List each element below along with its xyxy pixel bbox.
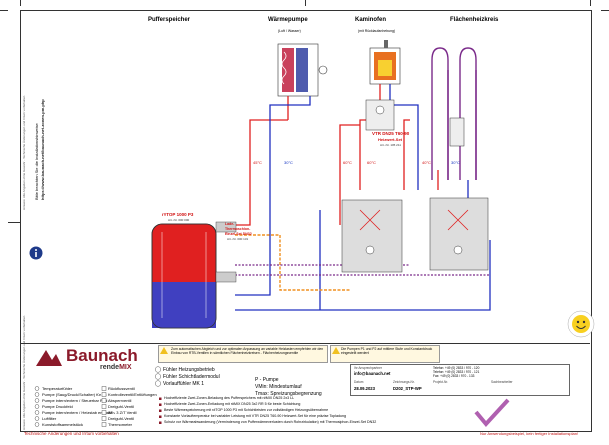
legend-item: Thermometer [108,422,133,427]
legend-item: Pumpe (Saug/Druck/Schalter) für Ak [42,392,107,397]
feature-item: Schutz vor Wärmeabwanderung (Verminderun… [164,420,377,424]
crop-mark [0,10,8,11]
fuehler-markers [155,366,161,387]
feature-item: Konstante Vorlauftemperatur bei variable… [164,414,347,418]
warn-icon-2 [332,347,340,354]
crop-mark [305,0,306,6]
proj-label: Projekt-Nr. [433,380,449,384]
fuehler-3: Vorlauffühler MK 1 [163,381,205,387]
thermo-art: Art.-Nr. 000 131 [227,237,249,241]
legend-item: Kunststoffsammelstück [42,422,84,427]
contact-block: Ihr Ansprechpartner info@baunach.net Tel… [350,364,570,396]
thermo-label-2: Thermoschlon- [225,227,251,231]
thermo-label-3: Einzel-Set DN32 [225,232,252,236]
thermo-label-1: Lade- [225,222,235,226]
note-box-2: Die Pumpen P1 und P2 auf mittlere Stufe … [330,345,440,363]
smiley-icon [567,310,595,338]
contact-tel2: Telefon: +49 (0) 2833 / 970 - 121 [433,370,480,374]
vtr-art: Art.-Nr. 105 211 [380,143,401,147]
mix-module-1 [341,199,403,273]
tank-label: r#TOP 1000 P3 [162,212,194,217]
logo-sub: rendeMIX [100,364,132,371]
temp-label-60: 60°C [343,160,352,165]
note-box-text: Zum automatischen Abgleich und zur optim… [171,347,324,355]
temp-label-40: 40°C [422,160,431,165]
legend-item: Kontrolleventil/Entlüftungen [108,392,157,397]
legend-item: Dreiguhl-Ventil [108,416,135,421]
legend-item: Pumpe Druckfeld [42,404,73,409]
note-box: Zum automatischen Abgleich und zur optim… [158,345,328,363]
feature-item: Beste Wärmespeicherung mit r#TOP 1000 P3… [164,408,329,412]
pump-def-3: Tmax: Spreizungsbegrenzung [255,391,322,397]
contact-label: Ihr Ansprechpartner [354,366,382,370]
legend-symbols [34,386,107,427]
legend-item: Temperaturfühler [42,386,73,391]
section-title-kamin: Kaminofen [355,17,387,23]
crop-mark [590,0,591,6]
num-value: D202_STP-WP [393,386,422,391]
crop-mark [20,0,21,6]
logo-sub-mix: MIX [119,364,132,371]
legend-item: Pumpe intern/extern / Heizstab enthalten [42,410,115,415]
logo-sub-text: rende [100,364,120,371]
legend-item: Absperrventil [108,398,132,403]
contact-fax: Fax: +49 (0) 2833 / 970 - 133 [433,374,475,378]
num-label: Zeichnungs-Nr. [393,380,415,384]
buffer-tank [151,223,217,329]
section-title-flaeche: Flächenheizkreis [450,17,499,23]
fuehler-1: Fühler Heizungsbetrieb [163,367,215,373]
date-value: 28.09.2023 [354,386,375,391]
footer-left: Technische Änderungen und Irrtum vorbeha… [24,431,119,436]
tank-art: Art.-Nr. 000 000 [168,218,190,222]
title-block [20,343,590,431]
crop-mark [601,10,609,11]
logo [34,346,64,373]
legend-item: Pumpe intern/extern / Steuerbar Rad [42,398,108,403]
date-label: Datum [354,380,364,384]
pump-def-2: VMin: Mindestumlauf [255,384,302,390]
temp-label-60b: 60°C [367,160,376,165]
stove-unit [369,40,401,85]
footer-right: Nur Anwendungsbeispiel, kein fertiger In… [480,431,579,436]
section-title-puffer: Pufferspeicher [148,17,191,23]
hydraulic-diagram [151,40,491,329]
pump-def-1: P - Pumpe [255,377,279,383]
feature-item: Hocheffiziente Zwei-Zonen-Beladung des P… [164,396,295,400]
feature-bullets [159,397,162,424]
feature-item: Hocheffiziente Zwei-Zonen-Entladung mit … [164,402,301,406]
check-mark-icon [474,398,510,428]
section-title-wp: Wärmepumpe [268,17,308,23]
vtr-label: VTR DN25 T60-90 [372,131,410,136]
warn-icon [160,347,168,354]
info-icon [29,246,43,260]
temp-label-30: 30°C [284,160,293,165]
section-sub-kamin: (mit Rücklaufanhebung) [358,29,396,33]
logo-brand: Baunach [66,346,138,365]
author-label: Sachbearbeiter [491,380,513,384]
note-box-2-text: Die Pumpen P1 und P2 auf mittlere Stufe … [341,347,433,355]
legend-item: Dreiguhl-Ventil [108,404,135,409]
legend-item: Rückflussventil [108,386,135,391]
logo-mark-icon [36,350,62,366]
mix-module-2 [429,197,489,271]
floor-heating-loops [431,47,477,180]
contact-tel1: Telefon: +49 (0) 2833 / 970 - 120 [433,366,480,370]
temp-label-45: 45°C [253,160,262,165]
contact-mail[interactable]: info@baunach.net [354,371,391,376]
section-sub-wp: (Luft / Wasser) [278,29,301,33]
temp-label-30b: 30°C [451,160,460,165]
vtr-label-2: Heizwert-Set [378,137,403,142]
fuehler-2: Fühler Schichtladermodul [163,374,220,380]
crop-mark [8,222,20,223]
heat-pump-unit [277,43,328,97]
legend-item: AT - 3 Z/T Ventil [108,410,137,415]
legend-item: Luftfilter [42,416,57,421]
